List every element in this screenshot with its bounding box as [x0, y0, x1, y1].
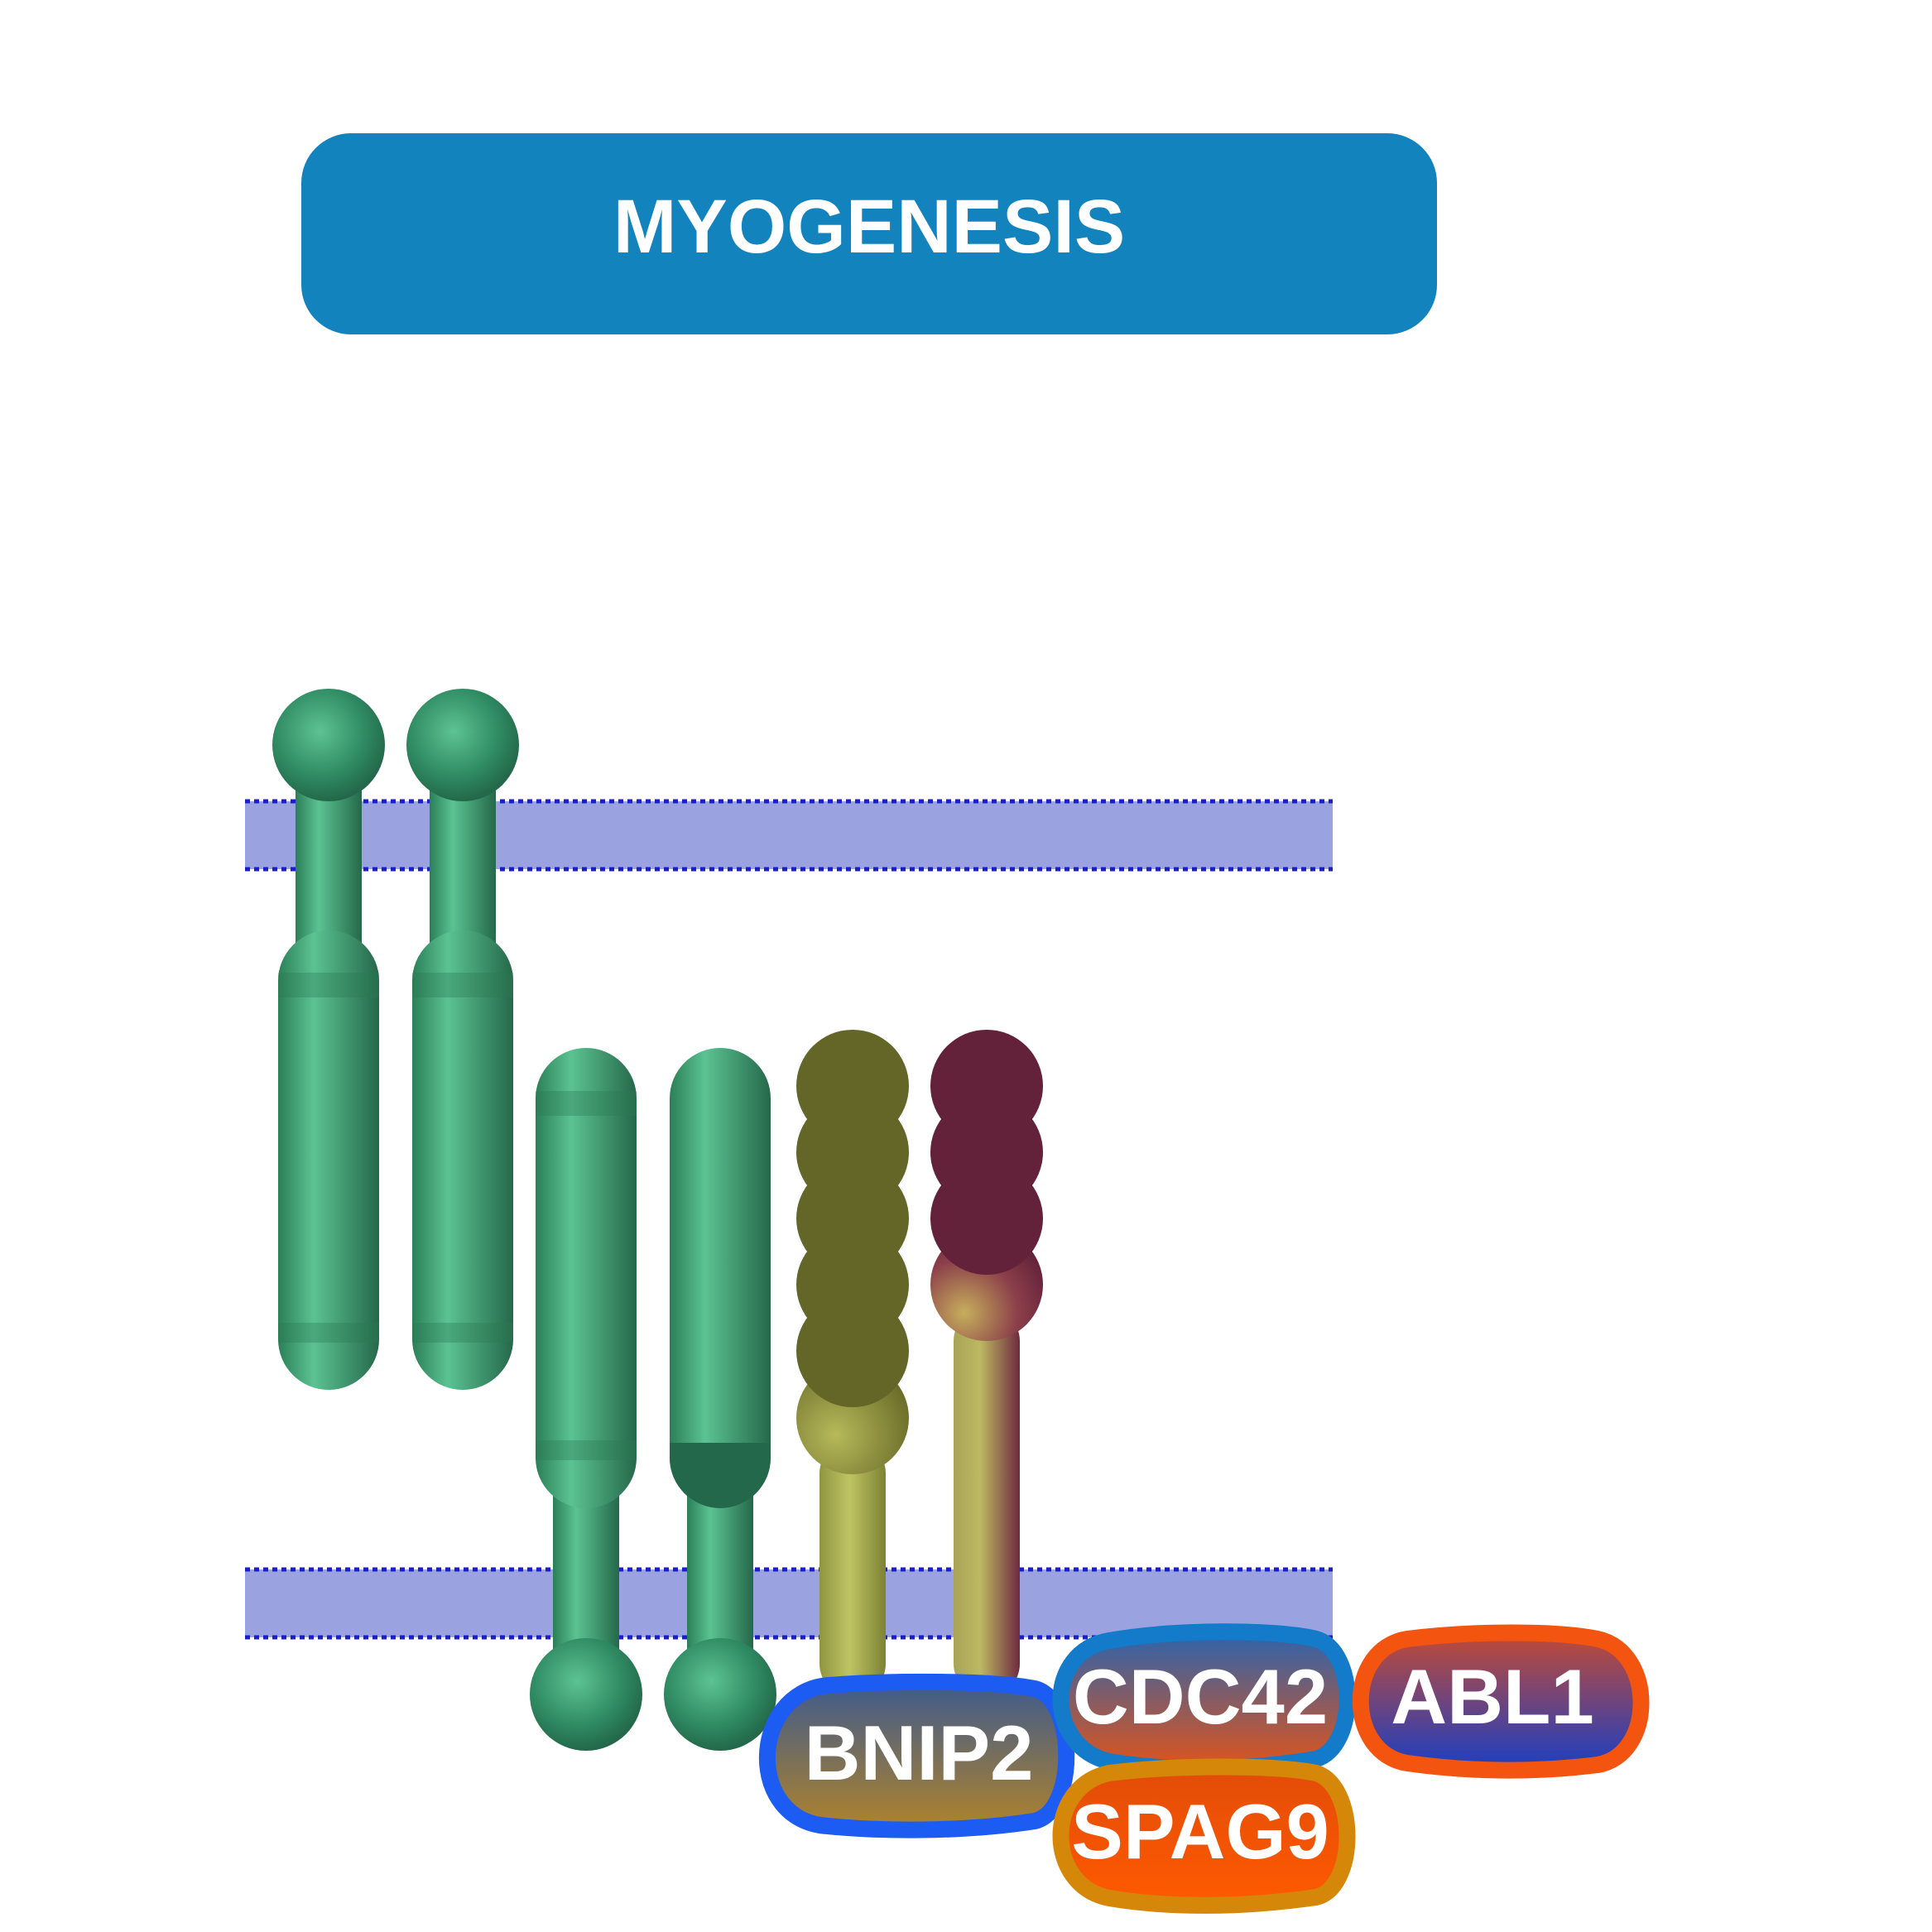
olive-receptor [796, 1030, 909, 1697]
maroon-receptor [930, 1030, 1043, 1697]
protein-bnip2: BNIP2 [758, 1673, 1075, 1838]
protein-label-abl1: ABL1 [1391, 1653, 1593, 1740]
receptor-4 [664, 1048, 776, 1751]
protein-spag9: SPAG9 [1052, 1758, 1356, 1914]
lower-membrane [245, 1567, 1333, 1640]
protein-label-cdc42: CDC42 [1073, 1653, 1328, 1740]
upper-membrane [245, 799, 1333, 872]
protein-label-bnip2: BNIP2 [805, 1709, 1034, 1796]
protein-abl1: ABL1 [1352, 1624, 1650, 1779]
title-background [301, 133, 1437, 334]
receptor-3 [530, 1048, 642, 1751]
protein-cdc42: CDC42 [1052, 1623, 1356, 1777]
protein-label-spag9: SPAG9 [1071, 1788, 1329, 1875]
receptor-2 [406, 689, 519, 1390]
receptor-1 [272, 689, 385, 1390]
title-text: MYOGENESIS [613, 185, 1126, 269]
title-box: MYOGENESIS [301, 133, 1437, 334]
